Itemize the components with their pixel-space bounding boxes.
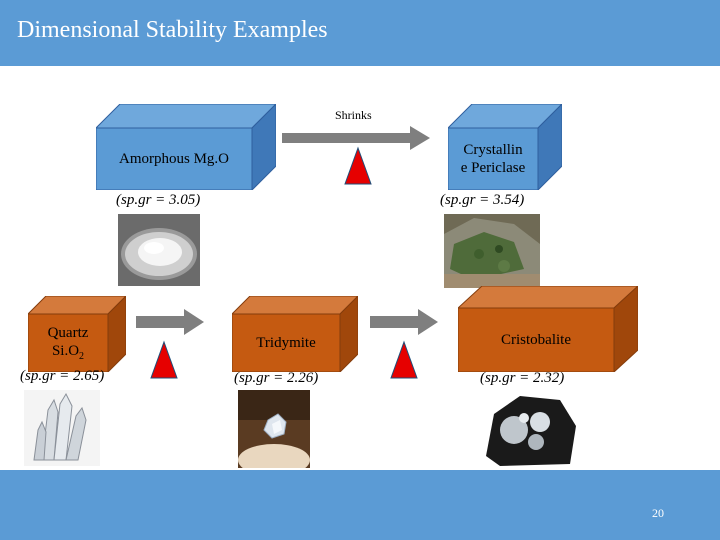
footer-bar: 20: [0, 470, 720, 540]
tridymite-to-cristobalite-arrow-icon: [370, 308, 440, 336]
quartz-to-tridymite-arrow-icon: [136, 308, 206, 336]
crystalline-periclase-box: Crystallin e Periclase: [448, 104, 562, 190]
crystalline-periclase-sp-gr: (sp.gr = 3.54): [440, 192, 524, 209]
quartz-sp-gr: (sp.gr = 2.65): [20, 368, 104, 385]
cristobalite-box: Cristobalite: [458, 286, 638, 372]
tridymite-photo: [238, 390, 310, 468]
cristobalite-sp-gr: (sp.gr = 2.32): [480, 370, 564, 387]
fulcrum-triangle-icon: [344, 146, 372, 186]
tridymite-box: Tridymite: [232, 296, 358, 372]
quartz-fulcrum-triangle-icon: [150, 340, 178, 380]
quartz-crystal-photo: [24, 390, 100, 466]
silica-formula: Si.O: [52, 343, 79, 359]
quartz-label: Quartz Si.O2: [28, 314, 108, 372]
amorphous-mgo-sp-gr: (sp.gr = 3.05): [116, 192, 200, 209]
tridymite-fulcrum-triangle-icon: [390, 340, 418, 380]
shrinks-annotation: Shrinks: [335, 108, 372, 123]
label-line-2: e Periclase: [461, 159, 526, 177]
formula-subscript: 2: [79, 351, 84, 362]
tridymite-sp-gr: (sp.gr = 2.26): [234, 370, 318, 387]
title-bar: Dimensional Stability Examples: [0, 0, 720, 66]
slide-title: Dimensional Stability Examples: [17, 17, 328, 44]
crystalline-periclase-label: Crystallin e Periclase: [448, 128, 538, 190]
amorphous-mgo-label: Amorphous Mg.O: [96, 128, 252, 190]
label-line-1: Quartz: [48, 324, 89, 342]
label-line-2: Si.O2: [52, 342, 84, 363]
amorphous-mgo-powder-photo: [118, 214, 200, 286]
cristobalite-label: Cristobalite: [458, 308, 614, 372]
quartz-box: Quartz Si.O2: [28, 296, 126, 372]
page-number: 20: [652, 506, 664, 521]
cristobalite-photo: [480, 386, 580, 468]
tridymite-label: Tridymite: [232, 314, 340, 372]
amorphous-mgo-box: Amorphous Mg.O: [96, 104, 276, 190]
label-line-1: Crystallin: [463, 141, 522, 159]
crystalline-periclase-photo: [444, 214, 540, 288]
